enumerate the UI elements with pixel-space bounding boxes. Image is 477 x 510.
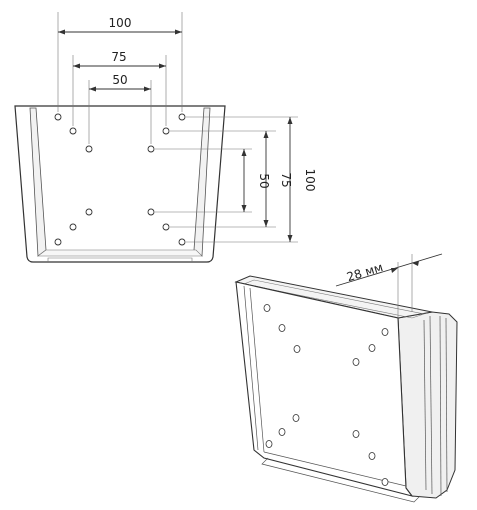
front-bottom-edge [47,257,193,262]
hole-100-tl [54,113,62,121]
vertical-arrowheads [241,117,293,242]
front-holes [54,113,186,246]
hole-75-tr [162,127,170,135]
iso-bottom-lip [261,457,421,503]
vertical-dimension-lines [243,117,291,242]
iso-hole-bl-50 [292,414,300,422]
dim-label-50-horizontal: 50 [112,73,127,87]
hole-100-br [178,238,186,246]
dim-label-50-vertical: 50 [257,173,271,188]
iso-hole-br-75 [368,452,376,460]
horizontal-extension-lines [57,12,183,144]
front-plate-outline [14,105,226,263]
hole-50-bl [85,208,93,216]
iso-hole-tl-75 [278,324,286,332]
iso-hole-tr-75 [368,344,376,352]
dim-label-75-horizontal: 75 [111,50,126,64]
hole-75-bl [69,223,77,231]
hole-100-bl [54,238,62,246]
iso-side-face [397,311,458,499]
iso-left-flange [243,285,265,453]
iso-hole-tl-50 [293,345,301,353]
front-bottom-lip [37,249,203,257]
depth-arrowheads [391,261,419,273]
iso-hole-br-50 [352,430,360,438]
vertical-extension-lines [155,116,298,243]
iso-holes [263,304,389,486]
horizontal-arrowheads [58,29,182,92]
hole-50-tl [85,145,93,153]
horizontal-dimension-lines [58,31,182,90]
dim-label-75-vertical: 75 [279,172,293,187]
hole-50-tr [147,145,155,153]
iso-hole-tl-100 [263,304,271,312]
hole-50-br [147,208,155,216]
front-view: 100 75 50 50 75 100 [14,12,317,263]
iso-hole-tr-100 [381,328,389,336]
hole-100-tr [178,113,186,121]
hole-75-tl [69,127,77,135]
isometric-view: 28 мм [234,253,458,503]
dim-label-100-vertical: 100 [303,169,317,192]
iso-hole-bl-100 [265,440,273,448]
dim-label-100-horizontal: 100 [109,16,132,30]
iso-hole-bl-75 [278,428,286,436]
depth-label: 28 мм [345,260,385,284]
depth-extension-lines [397,254,413,318]
iso-top-lip [242,279,426,319]
depth-dimension-line [335,253,443,287]
iso-hole-br-100 [381,478,389,486]
iso-hole-tr-50 [352,358,360,366]
hole-75-br [162,223,170,231]
iso-side-grooves [423,315,448,497]
